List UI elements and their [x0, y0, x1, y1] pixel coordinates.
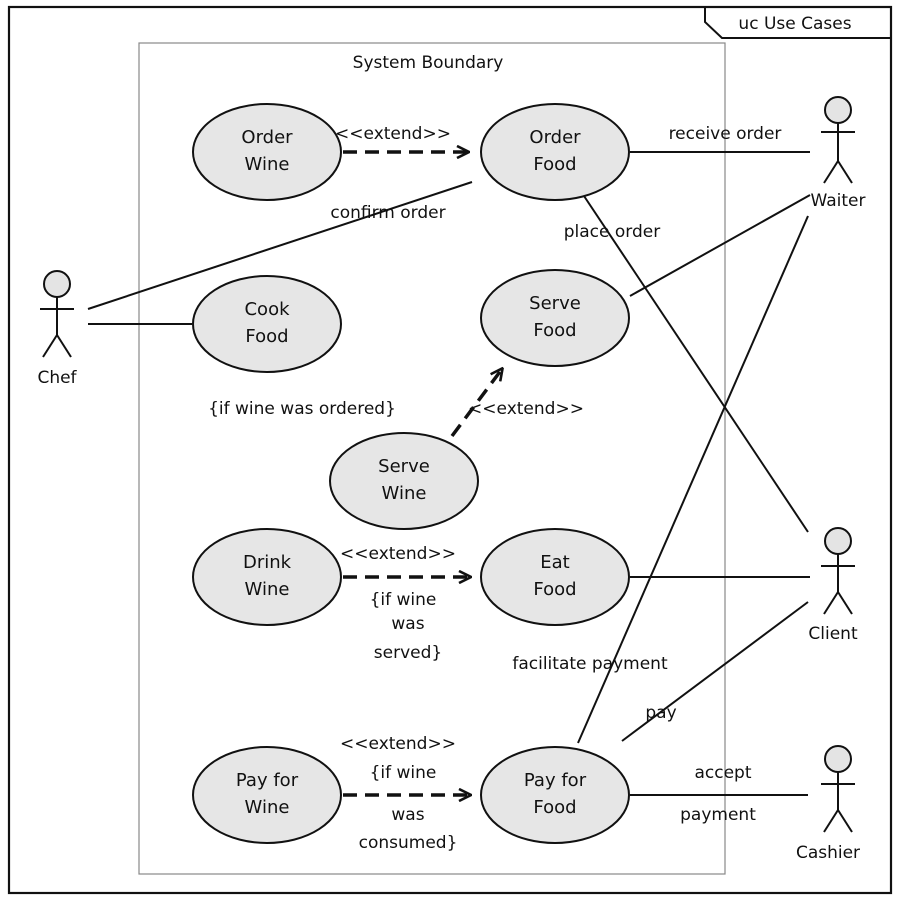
frame-title: uc Use Cases — [738, 14, 851, 34]
use-case-label-cook-food-line1: Cook — [244, 299, 290, 320]
actor-waiter — [821, 96, 855, 184]
extend-label-order-wine: <<extend>> — [335, 124, 451, 144]
extend-label-drink-wine: <<extend>> — [340, 544, 456, 564]
assoc-waiter-pay-for-food — [577, 215, 809, 744]
use-case-label-order-food-line2: Food — [533, 154, 576, 175]
assoc-label-payment: payment — [680, 805, 756, 825]
assoc-label-accept: accept — [694, 763, 751, 783]
use-case-label-pay-for-food-line1: Pay for — [524, 770, 587, 791]
assoc-chef-order-food — [87, 181, 473, 310]
use-case-label-pay-for-food-line2: Food — [533, 797, 576, 818]
extend-condition-drink-wine-line3: served} — [374, 643, 442, 663]
frame-border — [7, 5, 893, 895]
use-case-pay-for-food — [480, 746, 630, 844]
use-case-order-wine — [192, 103, 342, 201]
extend-condition-pay-for-wine-line1: {if wine — [370, 763, 437, 783]
extend-condition-pay-for-wine-line2: was — [391, 805, 424, 825]
assoc-client-order-food — [583, 195, 809, 533]
use-case-cook-food — [192, 275, 342, 373]
use-case-label-serve-wine-line2: Wine — [382, 483, 427, 504]
actor-label-cashier: Cashier — [796, 843, 860, 863]
use-case-serve-food — [480, 269, 630, 367]
assoc-label-place-order: place order — [564, 222, 660, 242]
extend-condition-drink-wine-line2: was — [391, 614, 424, 634]
use-case-label-drink-wine-line2: Wine — [245, 579, 290, 600]
use-case-label-pay-for-wine-line1: Pay for — [236, 770, 299, 791]
extend-condition-serve-wine: {if wine was ordered} — [208, 399, 396, 419]
actor-client — [821, 527, 855, 615]
use-case-label-serve-food-line1: Serve — [529, 293, 581, 314]
extend-label-pay-for-wine: <<extend>> — [340, 734, 456, 754]
system-boundary — [138, 42, 726, 875]
use-case-label-pay-for-wine-line2: Wine — [245, 797, 290, 818]
extend-condition-pay-for-wine-line3: consumed} — [359, 833, 458, 853]
use-case-label-serve-wine-line1: Serve — [378, 456, 430, 477]
actor-label-chef: Chef — [37, 368, 77, 388]
assoc-label-pay: pay — [645, 703, 676, 723]
actor-cashier — [821, 745, 855, 833]
use-case-eat-food — [480, 528, 630, 626]
frame-title-tab — [704, 7, 891, 39]
use-case-label-order-wine-line1: Order — [241, 127, 293, 148]
actor-chef — [40, 270, 74, 358]
actor-label-waiter: Waiter — [811, 191, 866, 211]
use-case-order-food — [480, 103, 630, 201]
use-case-label-eat-food-line2: Food — [533, 579, 576, 600]
use-case-label-order-wine-line2: Wine — [245, 154, 290, 175]
use-case-label-drink-wine-line1: Drink — [243, 552, 292, 573]
use-case-serve-wine — [329, 432, 479, 530]
assoc-client-pay-for-food — [621, 601, 809, 742]
use-case-label-eat-food-line1: Eat — [540, 552, 569, 573]
assoc-label-receive-order: receive order — [669, 124, 782, 144]
extend-condition-drink-wine-line1: {if wine — [370, 590, 437, 610]
use-case-label-serve-food-line2: Food — [533, 320, 576, 341]
use-case-drink-wine — [192, 528, 342, 626]
use-case-pay-for-wine — [192, 746, 342, 844]
system-boundary-title: System Boundary — [353, 53, 504, 73]
actor-label-client: Client — [808, 624, 858, 644]
assoc-label-confirm-order: confirm order — [330, 203, 445, 223]
assoc-waiter-serve-food — [629, 194, 811, 297]
assoc-label-facilitate-payment: facilitate payment — [512, 654, 668, 674]
use-case-label-cook-food-line2: Food — [245, 326, 288, 347]
extend-label-serve-wine: <<extend>> — [468, 399, 584, 419]
extend-arrow-serve-wine — [450, 369, 502, 438]
use-case-label-order-food-line1: Order — [529, 127, 581, 148]
